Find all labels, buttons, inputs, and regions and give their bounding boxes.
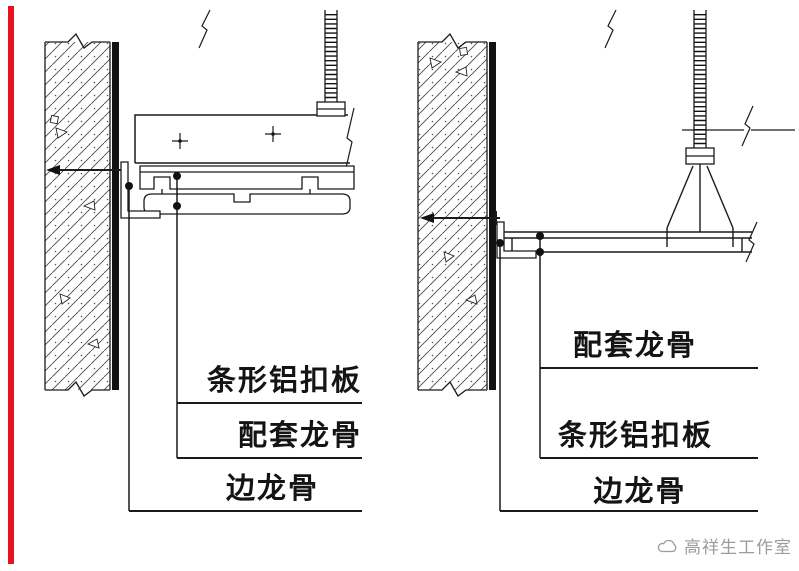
break-mark-top-right bbox=[604, 9, 617, 49]
break-mark-top-left bbox=[198, 9, 211, 49]
leader-lines-left bbox=[125, 172, 362, 512]
watermark-text: 高祥生工作室 bbox=[684, 538, 792, 557]
studio-watermark: 高祥生工作室 bbox=[657, 533, 792, 558]
edge-trim-strip bbox=[489, 42, 496, 390]
hanger-bracket bbox=[666, 164, 734, 247]
label-right-panel: 条形铝扣板 bbox=[557, 420, 713, 452]
anchor-cross bbox=[172, 133, 188, 149]
right-detail-drawing bbox=[417, 9, 795, 512]
left-detail-drawing bbox=[44, 9, 362, 512]
edge-keel-angle bbox=[120, 161, 161, 219]
carrier-keel-profile bbox=[139, 165, 355, 194]
edge-keel-angle bbox=[496, 221, 537, 259]
threaded-hanger-rod bbox=[685, 10, 715, 165]
label-left-edge-keel: 边龙骨 bbox=[225, 473, 319, 505]
accent-bar bbox=[8, 6, 14, 564]
label-right-keel: 配套龙骨 bbox=[572, 330, 697, 362]
threaded-hanger-rod bbox=[316, 10, 346, 117]
leader-lines-right bbox=[496, 232, 758, 512]
edge-trim-strip bbox=[112, 42, 119, 390]
anchor-cross bbox=[265, 126, 281, 142]
left-wall-section bbox=[44, 32, 111, 397]
carrier-channel-and-panel bbox=[503, 221, 758, 263]
right-wall-section bbox=[417, 32, 488, 397]
structural-slab-line bbox=[682, 105, 795, 147]
aggregate-symbols bbox=[429, 46, 478, 305]
label-left-panel: 条形铝扣板 bbox=[206, 365, 362, 397]
label-right-edge-keel: 边龙骨 bbox=[593, 476, 687, 508]
aluminum-strip-panel-profile bbox=[143, 193, 351, 215]
ceiling-slab bbox=[134, 107, 355, 173]
wall-fastener-screw bbox=[420, 211, 500, 225]
cloud-logo-icon bbox=[657, 539, 677, 552]
aggregate-symbols bbox=[49, 114, 100, 349]
label-left-keel: 配套龙骨 bbox=[237, 420, 362, 452]
